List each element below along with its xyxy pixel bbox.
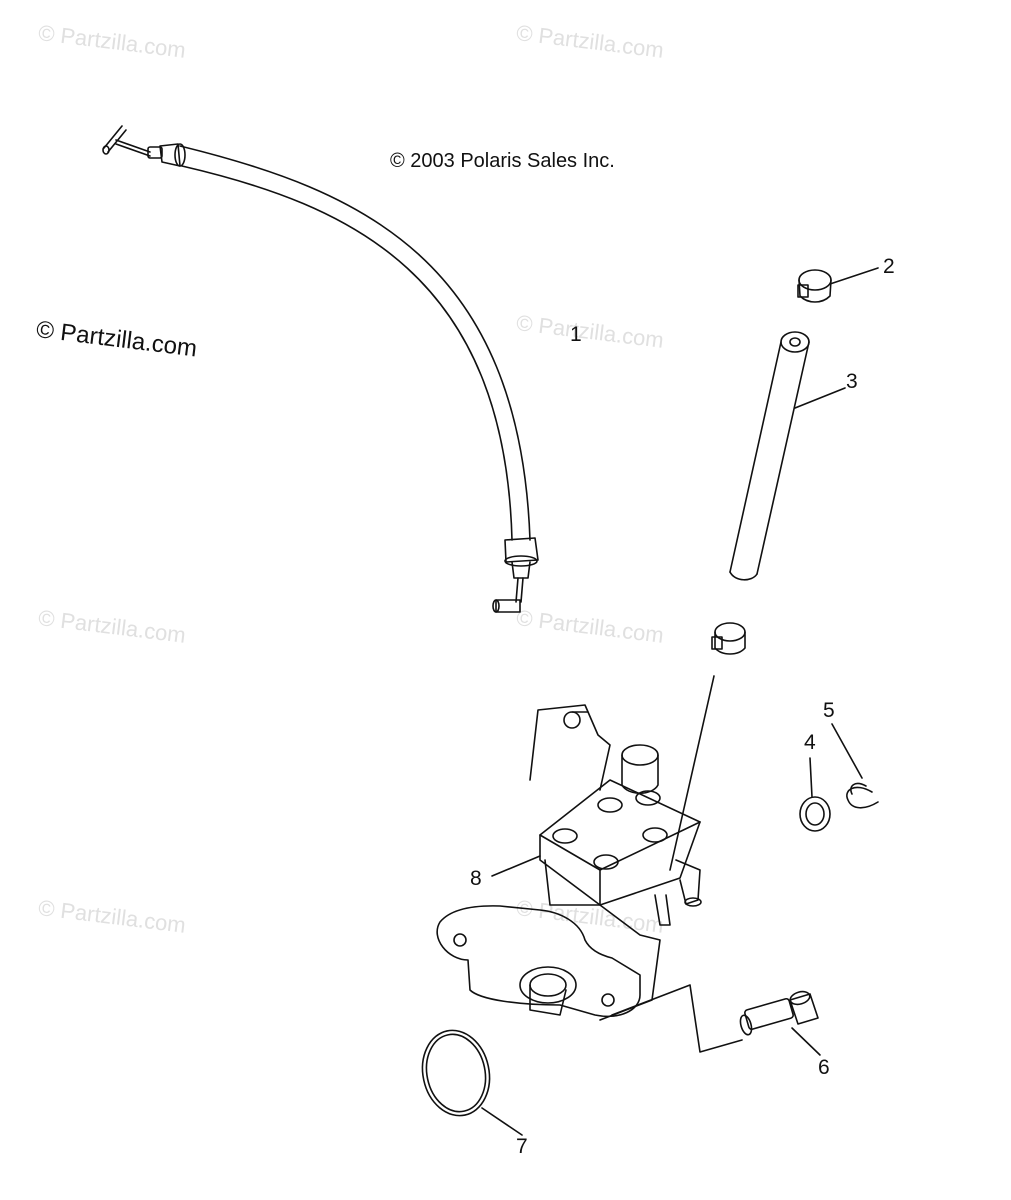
bolt-part [611, 984, 821, 1056]
o-ring-part [421, 1029, 523, 1136]
washer-part [799, 757, 831, 832]
clamp-part-top [797, 267, 879, 303]
callout-3: 3 [846, 370, 858, 393]
callout-2: 2 [883, 255, 895, 278]
callout-4: 4 [804, 731, 816, 754]
callout-6: 6 [818, 1056, 830, 1079]
carburetor-part [436, 704, 702, 1021]
callout-8: 8 [470, 867, 482, 890]
clamp-part-bottom [669, 622, 746, 871]
callout-1: 1 [570, 323, 582, 346]
callout-5: 5 [823, 699, 835, 722]
hose-part [729, 331, 846, 581]
e-clip-part [831, 723, 879, 809]
cable-part [102, 125, 539, 613]
copyright-text: © 2003 Polaris Sales Inc. [390, 150, 615, 172]
callout-7: 7 [516, 1135, 528, 1158]
